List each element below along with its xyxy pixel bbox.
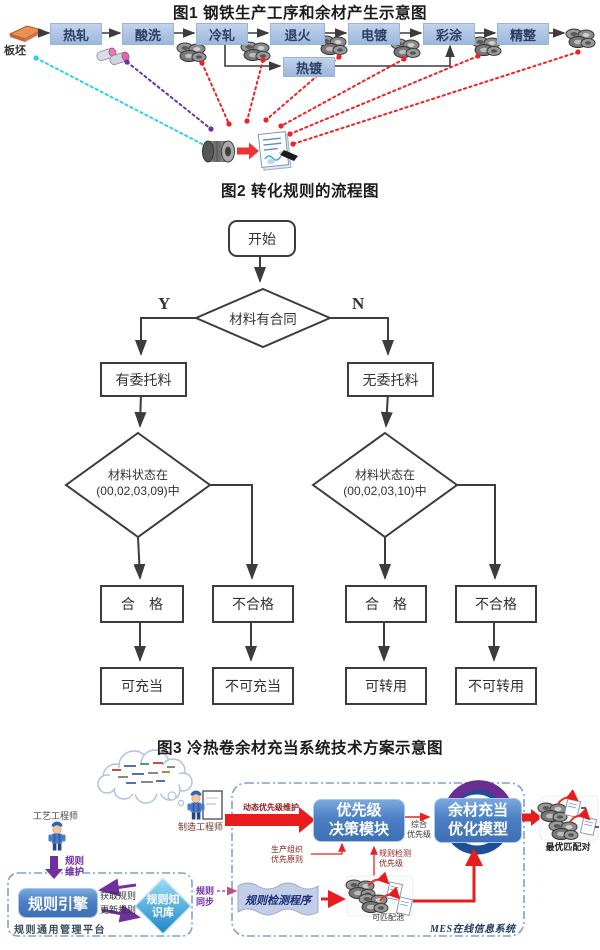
priority-decision-module-box: 优先级 决策模块	[313, 799, 405, 842]
steel-coil-icon	[565, 28, 596, 48]
comprehensive-priority-label: 综合 优先级	[407, 820, 431, 839]
node-can-serve: 可充当	[100, 667, 184, 705]
process-engineer-label: 工艺工程师	[33, 811, 79, 821]
surplus-optimization-model-box: 余材充当 优化模型	[434, 798, 522, 843]
rule-platform-dashed-box	[7, 872, 193, 937]
process-step-cold-rolling: 冷轧	[196, 23, 248, 45]
pickling-rolls-icon	[96, 47, 130, 65]
rule-platform-label: 规则通用管理平台	[14, 925, 106, 936]
production-priority-arrow	[311, 842, 346, 855]
pen-icon	[279, 150, 298, 161]
fig1-line-endpoints	[33, 49, 581, 147]
decision-contract-label: 材料有合同	[229, 312, 297, 327]
fig2-decision-state-left-diamond	[64, 431, 212, 539]
node-cannot-transfer: 不可转用	[455, 667, 537, 705]
manufacturing-engineer-icon	[186, 789, 223, 821]
mes-dashed-box	[231, 782, 525, 937]
process-step-finishing: 精整	[497, 23, 549, 45]
dynamic-priority-arrow	[225, 807, 315, 833]
steel-coil-icon	[176, 42, 207, 62]
fig1-hot-dip-to-coating	[333, 44, 455, 67]
rule-maintenance-arrow	[45, 856, 63, 879]
rule-sync-label: 规则 同步	[196, 886, 215, 907]
fig2-decision-contract-diamond	[193, 287, 333, 349]
node-unqualified-left: 不合格	[212, 585, 294, 623]
process-engineer-icon	[47, 820, 67, 852]
decision-state-right-label: 材料状态在 (00,02,03,10)中	[343, 468, 427, 498]
rule-detection-priority-label: 规则检测 优先级	[379, 849, 411, 868]
node-unqualified-right: 不合格	[455, 585, 537, 623]
update-rules-label: 更新规则	[100, 905, 137, 915]
process-step-hot-dip: 热镀	[283, 57, 335, 77]
decision-state-left-label: 材料状态在 (00,02,03,09)中	[96, 468, 180, 498]
fig2-decision-state-right-diamond	[311, 431, 459, 539]
matchable-pool-icon	[345, 871, 414, 917]
figure1-title: 图1 钢铁生产工序和余材产生示意图	[173, 5, 427, 22]
contract-document-icon	[257, 131, 292, 171]
node-has-consigned: 有委托料	[100, 362, 187, 397]
cloud-mini-flow-marks	[112, 762, 175, 784]
figure2-caption: 图2 转化规则的流程图	[221, 183, 379, 200]
update-rules-arrow	[101, 904, 141, 923]
fig1-dotted-lines	[35, 51, 579, 146]
node-cannot-serve: 不可充当	[212, 667, 294, 705]
process-step-hot-rolling: 热轧	[50, 23, 102, 45]
get-rules-arrow	[98, 878, 137, 897]
rule-knowledge-base-label: 规则知 识库	[146, 894, 180, 919]
matchable-pool-label: 可匹配池	[372, 913, 404, 922]
node-qualified-right: 合 格	[345, 585, 427, 623]
rule-maintenance-label: 规则 维护	[65, 856, 85, 879]
thought-cloud-icon	[97, 749, 193, 807]
fig2-connectors	[133, 254, 501, 662]
get-rules-label: 获取规则	[100, 891, 137, 901]
figure3-caption: 图3 冷热卷余材充当系统技术方案示意图	[157, 740, 443, 757]
rule-detection-program-banner	[237, 882, 319, 916]
optimal-pairs-icon	[537, 789, 599, 841]
mes-system-label: MES在线信息系统	[430, 924, 516, 935]
production-priority-label: 生产组织 优先原则	[271, 845, 303, 864]
node-no-consigned: 无委托料	[347, 362, 434, 397]
rule-detection-program-label: 规则检测程序	[245, 895, 311, 907]
process-step-color-coating: 彩涂	[423, 23, 475, 45]
fig1-slab-icon	[8, 25, 44, 42]
node-qualified-left: 合 格	[100, 585, 184, 623]
rule-engine-box: 规则引擎	[18, 888, 98, 918]
process-step-electroplating: 电镀	[348, 23, 400, 45]
model-to-pairs-arrow	[521, 809, 542, 826]
center-coil-icon	[202, 140, 235, 163]
process-step-annealing: 退火	[270, 23, 325, 45]
node-can-transfer: 可转用	[345, 667, 427, 705]
dynamic-priority-label: 动态优先级维护	[243, 803, 299, 812]
branch-yes-label: Y	[158, 294, 171, 313]
slab-label: 板坯	[4, 45, 26, 57]
branch-no-label: N	[352, 294, 365, 313]
process-step-pickling: 酸洗	[122, 23, 174, 45]
pool-to-model-arrow	[413, 848, 483, 903]
rule-knowledge-base-diamond	[133, 876, 193, 936]
flow-start-node: 开始	[228, 220, 296, 257]
manufacturing-engineer-label: 制造工程师	[178, 822, 224, 832]
center-red-arrow-icon	[237, 142, 259, 160]
optimal-pairs-label: 最优匹配对	[545, 842, 591, 852]
